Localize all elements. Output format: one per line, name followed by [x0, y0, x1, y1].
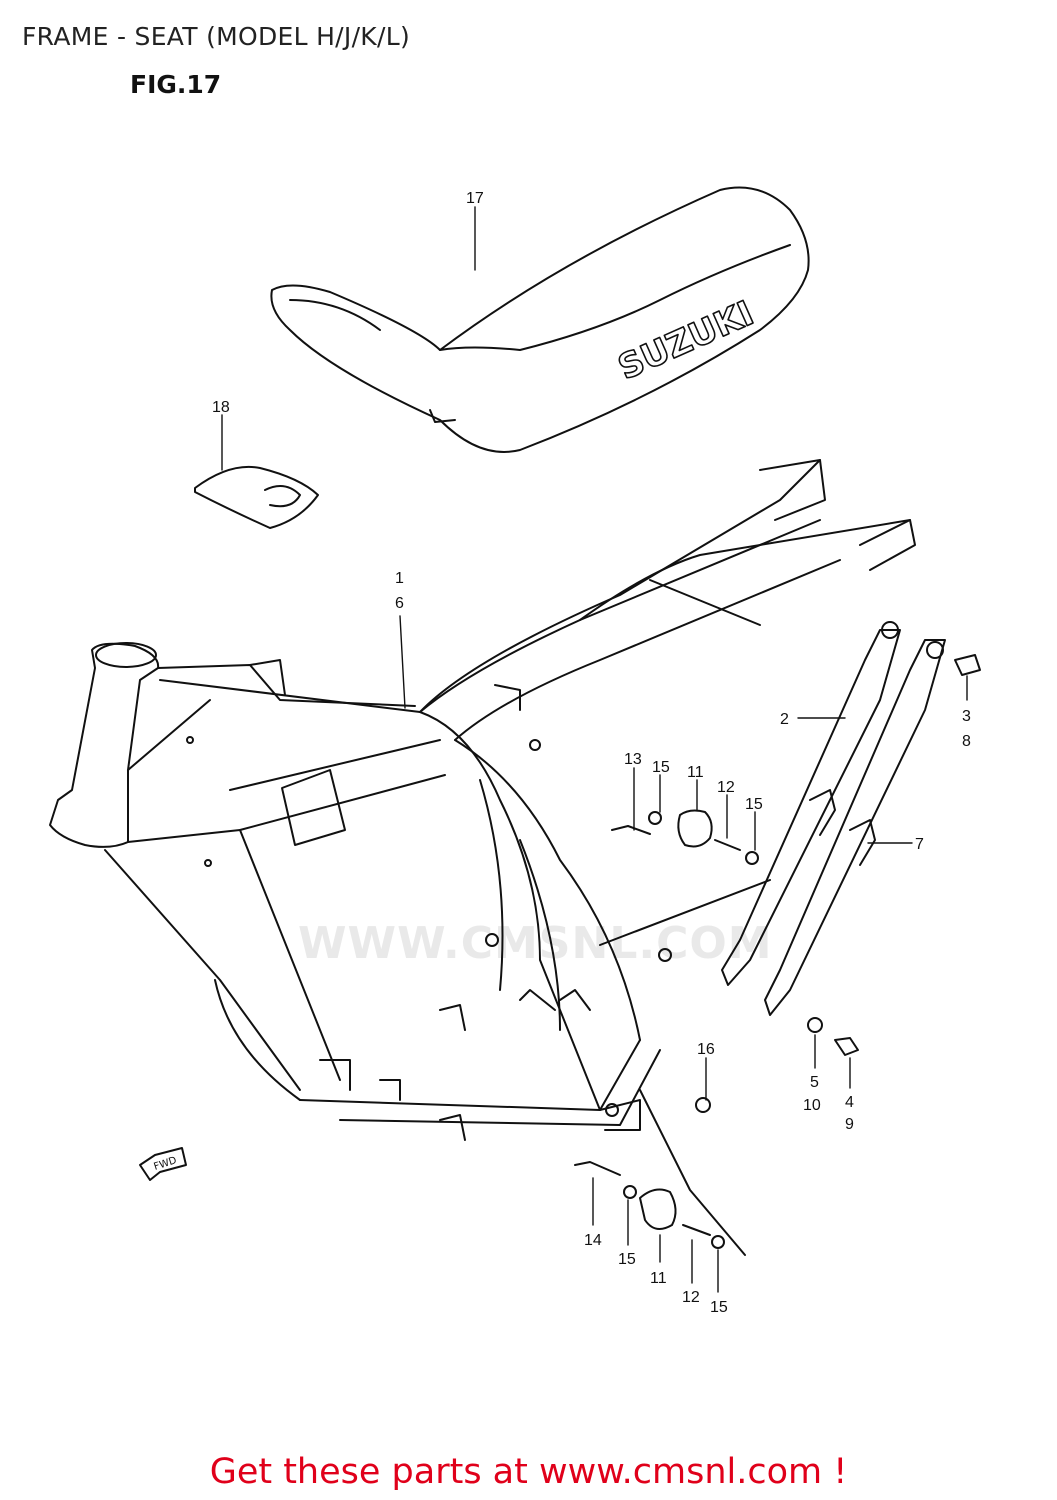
callout-labels: 17 18 1 6 2 7 3 8 13 15 11 12 15 16 5 10… — [212, 190, 971, 1316]
main-frame — [49, 459, 916, 1141]
hardware-parts — [574, 654, 981, 1256]
callout-16: 16 — [697, 1041, 715, 1058]
callout-10: 10 — [803, 1097, 821, 1114]
callout-11-b: 11 — [650, 1270, 667, 1287]
callout-5: 5 — [810, 1074, 819, 1091]
callout-15-c: 15 — [618, 1251, 636, 1268]
diagram-title: FRAME - SEAT (MODEL H/J/K/L) — [22, 22, 411, 51]
forward-direction-arrow: FWD — [139, 1147, 187, 1181]
callout-15-a: 15 — [652, 759, 670, 776]
callout-12-a: 12 — [717, 779, 735, 796]
callout-9: 9 — [845, 1116, 854, 1133]
leader-lines — [221, 206, 968, 1293]
callout-14: 14 — [584, 1232, 602, 1249]
callout-7: 7 — [915, 836, 924, 853]
callout-12-b: 12 — [682, 1289, 700, 1306]
callout-11-a: 11 — [687, 764, 704, 781]
callout-8: 8 — [962, 733, 971, 750]
shop-link-banner[interactable]: Get these parts at www.cmsnl.com ! — [209, 1452, 848, 1492]
callout-18: 18 — [212, 399, 230, 416]
callout-15-d: 15 — [710, 1299, 728, 1316]
callout-1: 1 — [395, 570, 404, 587]
callout-15-b: 15 — [745, 796, 763, 813]
callout-17: 17 — [466, 190, 484, 207]
callout-4: 4 — [845, 1094, 854, 1111]
callout-13: 13 — [624, 751, 642, 768]
seat-part: SUZUKI — [270, 186, 810, 453]
callout-6: 6 — [395, 595, 404, 612]
figure-number: FIG.17 — [130, 70, 222, 99]
part-18-pouch — [194, 465, 319, 529]
watermark-text: WWW.CMSNL.COM — [298, 918, 773, 969]
frame-struts — [721, 621, 946, 1016]
callout-2: 2 — [780, 711, 789, 728]
callout-3: 3 — [962, 708, 971, 725]
